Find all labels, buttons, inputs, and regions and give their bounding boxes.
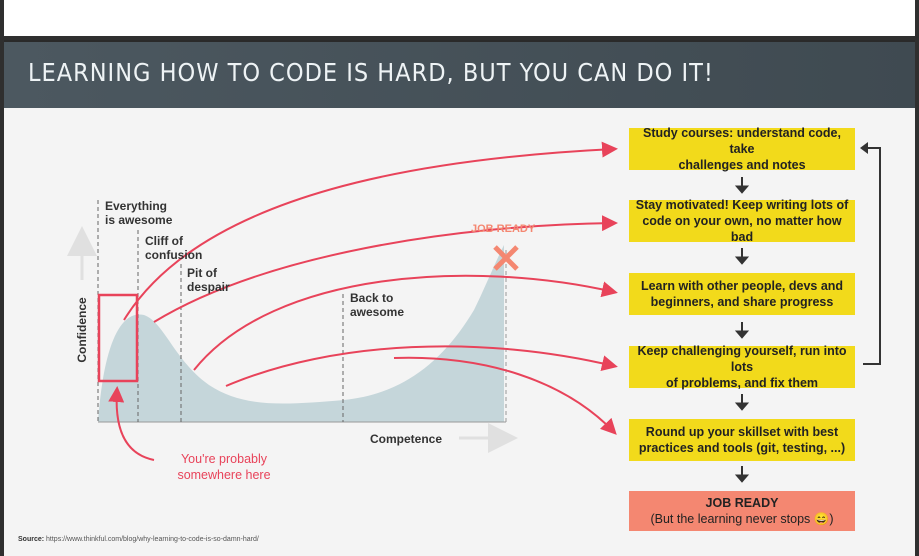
step-keep-challenging: Keep challenging yourself, run into lots… <box>629 344 855 390</box>
page-title: LEARNING HOW TO CODE IS HARD, BUT YOU CA… <box>28 58 714 87</box>
learning-curve-diagram <box>67 141 881 483</box>
arrow-to-step-4 <box>225 345 618 387</box>
confidence-curve <box>98 245 504 422</box>
y-axis-label: Confidence <box>75 297 89 363</box>
source-link[interactable]: https://www.thinkful.com/blog/why-learni… <box>46 536 259 543</box>
infographic-card: LEARNING HOW TO CODE IS HARD, BUT YOU CA… <box>4 40 915 556</box>
job-ready-x-icon <box>493 245 519 271</box>
title-banner: LEARNING HOW TO CODE IS HARD, BUT YOU CA… <box>4 40 915 108</box>
arrow-to-step-5 <box>393 356 617 435</box>
you-are-here-box <box>97 293 139 383</box>
you-are-here-arrow <box>108 386 155 461</box>
arrow-to-step-1 <box>123 141 618 321</box>
x-axis-label: Competence <box>370 432 443 446</box>
loop-back-bracket <box>863 147 881 365</box>
step-connector-arrows <box>734 177 750 483</box>
arrow-to-step-2 <box>153 215 618 323</box>
arrow-to-step-3 <box>193 274 618 371</box>
source-citation: Source: https://www.thinkful.com/blog/wh… <box>18 536 259 543</box>
top-panel <box>4 0 915 36</box>
loop-back-arrowhead <box>860 142 868 154</box>
job-ready-marker-label: JOB READY <box>471 223 536 235</box>
step-job-ready: JOB READY(But the learning never stops 😄… <box>629 491 855 531</box>
